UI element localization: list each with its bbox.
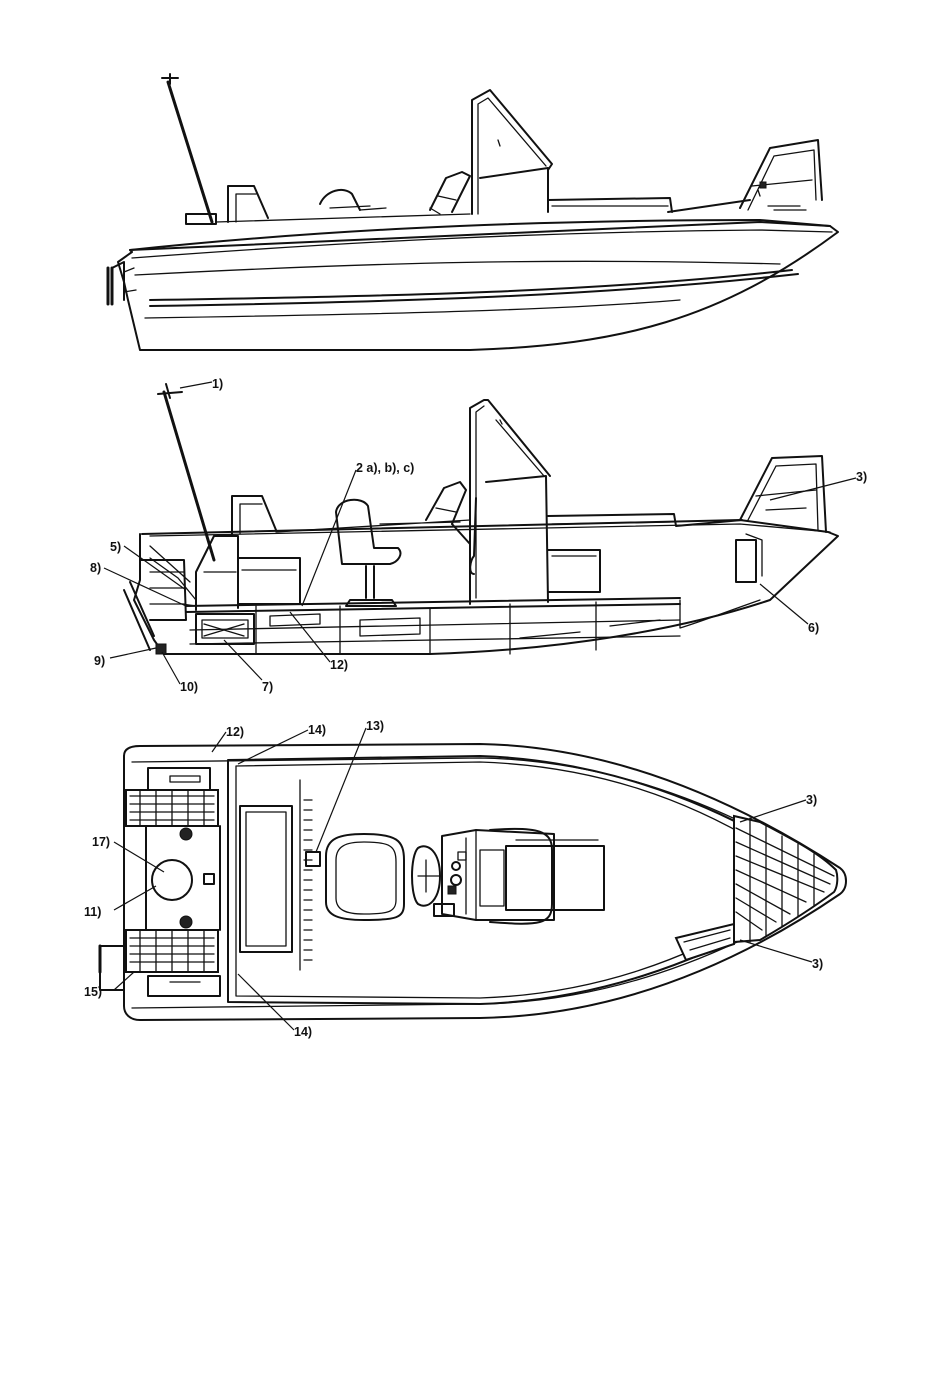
callout-5: 5) [110, 540, 121, 554]
callout-12-top: 12) [226, 725, 244, 739]
callout-11: 11) [84, 905, 101, 919]
side-view-cutaway [124, 384, 838, 654]
callout-3-side: 3) [856, 470, 867, 484]
bow-tread [734, 816, 837, 942]
callout-8: 8) [90, 561, 101, 575]
hatch-circle [152, 860, 192, 900]
callout-14-top: 14) [308, 723, 326, 737]
top-view-plan [100, 744, 846, 1020]
callout-3-top-upper: 3) [806, 793, 817, 807]
callout-10: 10) [180, 680, 198, 694]
rear-tread-lower [126, 930, 218, 972]
side-tread [676, 924, 734, 960]
callout-15: 15) [84, 985, 102, 999]
callout-7: 7) [262, 680, 273, 694]
callout-1: 1) [212, 377, 223, 391]
callout-13: 13) [366, 719, 384, 733]
callout-2abc: 2 a), b), c) [356, 461, 414, 475]
callout-17: 17) [92, 835, 110, 849]
callout-3-top-lower: 3) [812, 957, 823, 971]
callout-6: 6) [808, 621, 819, 635]
side-view-exterior [108, 74, 838, 350]
rear-tread-upper [126, 790, 218, 826]
callout-9: 9) [94, 654, 105, 668]
callout-14-bottom: 14) [294, 1025, 312, 1039]
callout-12-side: 12) [330, 658, 348, 672]
